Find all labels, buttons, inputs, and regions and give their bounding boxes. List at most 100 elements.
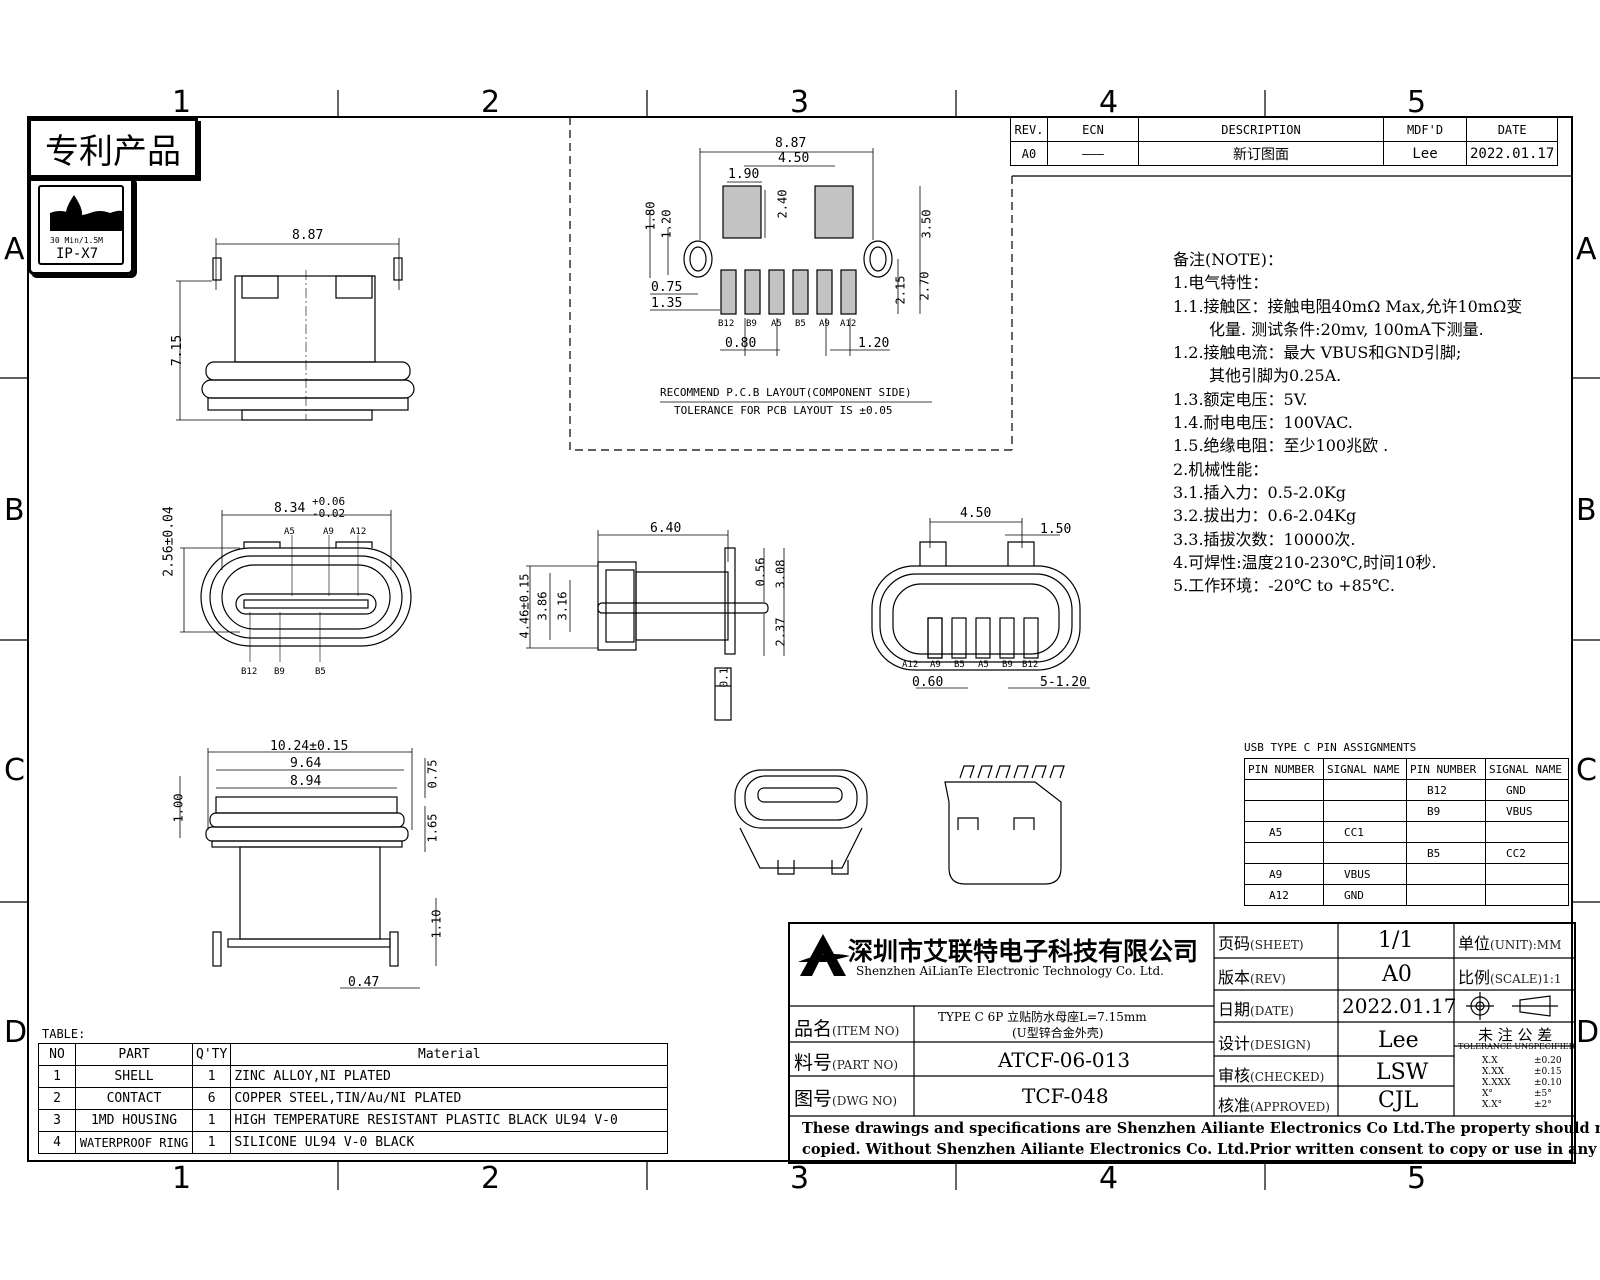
front-view-height: 2.56±0.04 <box>161 506 177 577</box>
bottom-pin-a12: A12 <box>902 660 919 670</box>
item-value-line1: TYPE C 6P 立贴防水母座L=7.15mm <box>938 1010 1147 1024</box>
lower-view-pin-length: 1.10 <box>429 909 444 939</box>
front-view-tol-minus: -0.02 <box>312 507 346 520</box>
pcb-dim-pin-pitch: 1.20 <box>858 336 890 351</box>
description-header: DESCRIPTION <box>1138 117 1384 142</box>
rev-header: REV. <box>1010 117 1048 142</box>
tolerance-value: ±0.20 <box>1534 1056 1562 1066</box>
note-line: 1.2.接触电流：最大 VBUS和GND引脚; <box>1173 343 1462 363</box>
bom-qty-header: Q'TY <box>191 1043 232 1066</box>
pin-header: PIN NUMBER <box>1406 758 1486 780</box>
front-pin-b9: B9 <box>274 667 285 677</box>
bottom-view <box>871 518 1090 689</box>
note-line: 其他引脚为0.25A. <box>1209 366 1342 386</box>
bottom-view-pitch: 1.50 <box>1040 522 1072 537</box>
tolerance-value: ±0.15 <box>1534 1067 1562 1077</box>
column-label-3: 3 <box>790 85 810 120</box>
approved-value: CJL <box>1378 1088 1419 1113</box>
row-label-b-right: B <box>1576 493 1597 528</box>
top-view <box>176 238 415 421</box>
pcb-dim-pad-height: 2.40 <box>775 189 790 219</box>
ip-rating-badge: 30 Min/1.5M IP-X7 <box>28 175 134 275</box>
column-label-1: 1 <box>172 85 192 120</box>
column-label-4: 4 <box>1099 85 1119 120</box>
part-label: 料号(PART NO) <box>794 1052 898 1074</box>
pin-assignments-title: USB TYPE C PIN ASSIGNMENTS <box>1244 741 1417 754</box>
pcb-dim-hole-inner: 1.20 <box>659 209 674 239</box>
signal-header: SIGNAL NAME <box>1485 758 1569 780</box>
row-label-a: A <box>4 232 25 267</box>
sheet-label: 页码(SHEET) <box>1218 934 1304 953</box>
lower-view-inner: 8.94 <box>290 774 322 789</box>
bottom-pin-b5: B5 <box>954 660 965 670</box>
pcb-dim-pad-width: 1.90 <box>728 167 760 182</box>
front-view-tol-plus: +0.06 <box>312 495 346 508</box>
front-pin-b12: B12 <box>241 667 258 677</box>
side-view-upper-height: 3.08 <box>773 559 788 589</box>
pcb-dim-hole-offset: 0.75 <box>651 280 683 295</box>
tolerance-row: X.X <box>1482 1056 1498 1066</box>
front-pin-a12: A12 <box>350 527 367 537</box>
lower-view-top-step: 0.75 <box>425 759 440 789</box>
column-label-5: 5 <box>1407 85 1427 120</box>
column-label-2-bottom: 2 <box>481 1161 501 1196</box>
pcb-dim-hole-dia: 1.80 <box>643 201 658 231</box>
company-logo-icon <box>798 934 850 976</box>
ecn-header: ECN <box>1047 117 1139 142</box>
revision-table: REV. ECN DESCRIPTION MDF'D DATE A0 ——— 新… <box>1010 117 1559 166</box>
row-label-c: C <box>4 753 25 788</box>
side-view-inner-height: 3.86 <box>535 591 550 621</box>
note-line: 3.2.拔出力：0.6-2.04Kg <box>1173 506 1357 526</box>
notes-block: 备注(NOTE)： 1.电气特性： 1.1.接触区：接触电阻40mΩ Max,允… <box>1173 248 1522 597</box>
note-line: 4.可焊性:温度210-230℃,时间10秒. <box>1173 552 1437 572</box>
rev-value: A0 <box>1010 141 1048 166</box>
notes-title: 备注(NOTE)： <box>1173 250 1283 269</box>
tolerance-row: X.XXX <box>1482 1078 1511 1088</box>
note-line: 5.工作环境：-20℃ to +85℃. <box>1173 576 1395 596</box>
patent-badge: 专利产品 <box>28 118 198 178</box>
note-line: 1.电气特性： <box>1173 273 1269 293</box>
row-label-d: D <box>4 1015 28 1050</box>
pcb-pads <box>683 185 893 315</box>
tolerance-title-en: TOLERANCE UNSPECIFIED <box>1458 1042 1576 1051</box>
title-block-grid <box>790 924 1574 1117</box>
sheet-value: 1/1 <box>1378 928 1414 953</box>
dwg-label: 图号(DWG NO) <box>794 1088 898 1110</box>
bom-part-header: PART <box>75 1043 193 1066</box>
border-frame <box>27 116 1573 1162</box>
column-ticks <box>0 90 1600 1190</box>
checked-label: 审核(CHECKED) <box>1218 1066 1325 1085</box>
pcb-pin-label-b9: B9 <box>746 319 757 329</box>
pcb-pin-label-a9: A9 <box>819 319 830 329</box>
note-line: 1.5.绝缘电阻：至少100兆欧 . <box>1173 436 1389 456</box>
mdfd-header: MDF'D <box>1383 117 1467 142</box>
column-label-1-bottom: 1 <box>172 1161 192 1196</box>
date-label: 日期(DATE) <box>1218 1000 1294 1019</box>
disclaimer-line2: copied. Without Shenzhen Ailiante Electr… <box>802 1141 1600 1158</box>
rev-label: 版本(REV) <box>1218 968 1286 987</box>
note-line: 1.3.额定电压：5V. <box>1173 389 1308 409</box>
date-block-value: 2022.01.17 <box>1342 994 1457 1018</box>
side-view <box>526 530 785 721</box>
design-value: Lee <box>1378 1028 1419 1053</box>
dwg-value: TCF-048 <box>1022 1084 1109 1108</box>
column-label-5-bottom: 5 <box>1407 1161 1427 1196</box>
bom-material-header: Material <box>230 1043 669 1066</box>
side-view-height: 4.46±0.15 <box>517 573 532 639</box>
column-label-4-bottom: 4 <box>1099 1161 1119 1196</box>
note-line: 1.1.接触区：接触电阻40mΩ Max,允许10mΩ变 <box>1173 296 1523 316</box>
pcb-dim-signal-total: 2.70 <box>917 271 932 301</box>
tolerance-value: ±2° <box>1534 1100 1552 1110</box>
side-view-top-gap: 0.56 <box>753 557 768 587</box>
tolerance-row: X.X° <box>1482 1100 1503 1110</box>
approved-label: 核准(APPROVED) <box>1218 1096 1330 1115</box>
ecn-value: ——— <box>1047 141 1139 166</box>
top-view-height: 7.15 <box>170 334 186 367</box>
